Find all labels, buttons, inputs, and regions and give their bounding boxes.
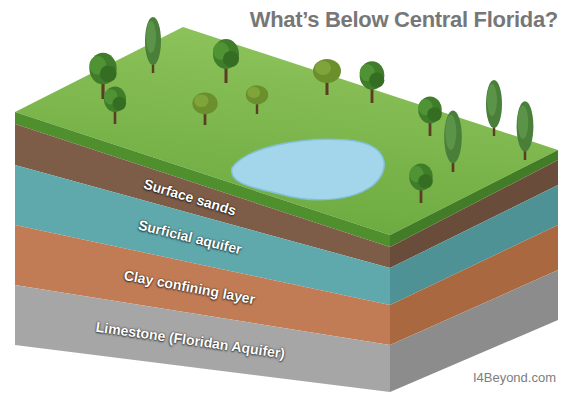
tree: [313, 59, 341, 95]
tree: [517, 101, 534, 160]
tree: [486, 80, 502, 136]
tree: [213, 39, 239, 83]
watermark: I4Beyond.com: [473, 370, 556, 386]
layer-label: Surface sands: [142, 175, 239, 219]
tree: [360, 61, 385, 103]
limestone-side: [390, 270, 558, 392]
layer-label: Clay confining layer: [123, 266, 257, 307]
tree: [246, 85, 268, 114]
layer-label: Surficial aquifer: [137, 216, 244, 258]
tree: [145, 17, 161, 73]
tree: [104, 87, 126, 124]
pond: [232, 139, 385, 199]
layer-label: Limestone (Floridan Aquifer): [94, 318, 285, 362]
tree: [444, 110, 462, 172]
tree: [192, 93, 217, 125]
tree: [409, 163, 432, 203]
limestone-band: [15, 285, 390, 392]
tree: [418, 96, 441, 136]
diagram-title: What’s Below Central Florida?: [250, 6, 558, 34]
